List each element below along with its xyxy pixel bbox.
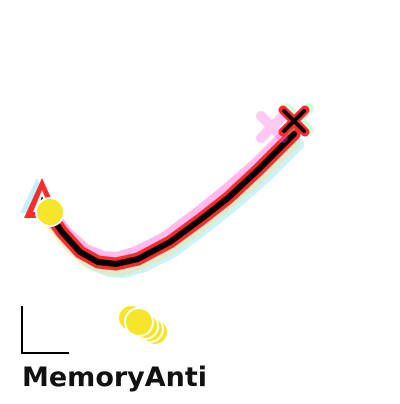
trail-path [45,131,297,267]
game-title: MemoryAnti [22,362,208,393]
corner-bracket [21,306,69,354]
coin-stack-icon[interactable] [117,304,169,346]
x-goal-icon [256,103,314,143]
coin-token[interactable] [124,307,154,337]
player-dot-icon[interactable] [35,197,65,227]
